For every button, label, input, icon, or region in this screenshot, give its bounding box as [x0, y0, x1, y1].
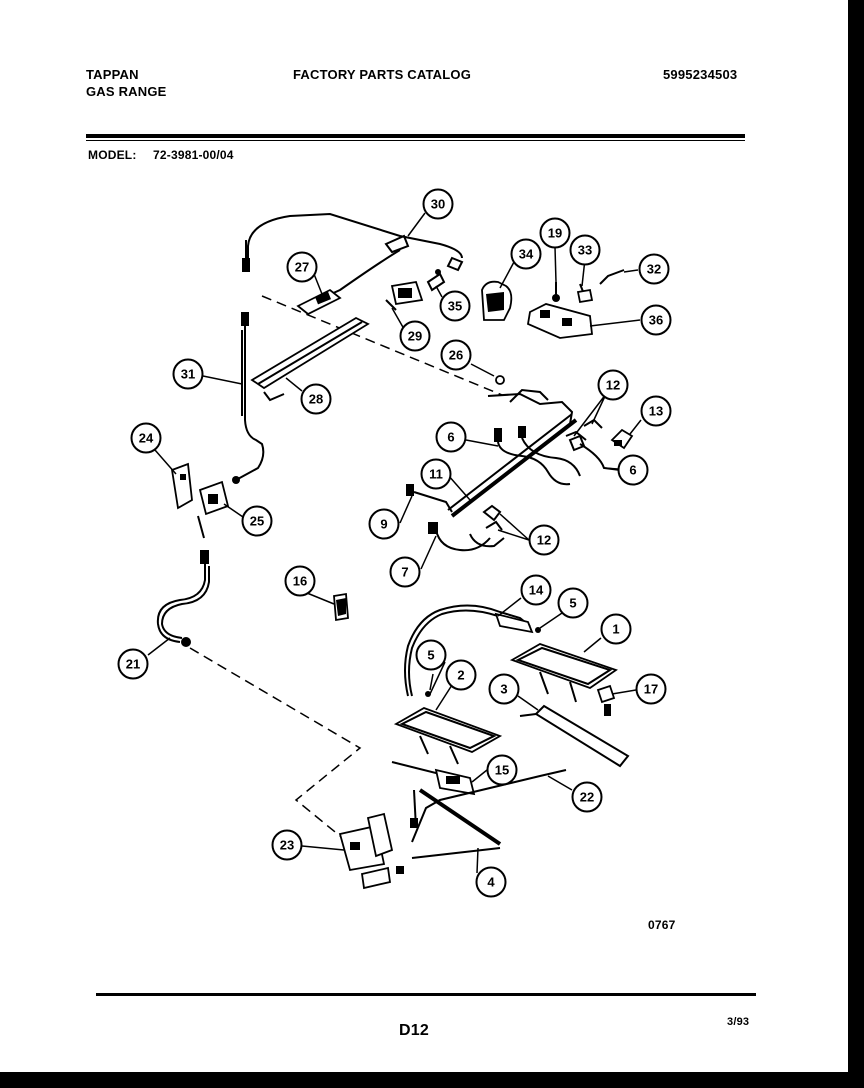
- callout-6-left: 6: [435, 421, 467, 453]
- callout-5-left: 5: [415, 639, 447, 671]
- svg-text:13: 13: [649, 404, 663, 419]
- svg-text:26: 26: [449, 348, 463, 363]
- svg-text:28: 28: [309, 392, 323, 407]
- callout-21: 21: [117, 648, 149, 680]
- figure-code: 0767: [648, 918, 676, 932]
- svg-text:12: 12: [606, 378, 620, 393]
- callout-30: 30: [422, 188, 454, 220]
- svg-text:23: 23: [280, 838, 294, 853]
- svg-text:34: 34: [519, 247, 534, 262]
- callout-19: 19: [539, 217, 571, 249]
- callout-34: 34: [510, 238, 542, 270]
- svg-text:6: 6: [447, 430, 454, 445]
- svg-text:25: 25: [250, 514, 264, 529]
- callout-13: 13: [640, 395, 672, 427]
- callout-24: 24: [130, 422, 162, 454]
- callout-36: 36: [640, 304, 672, 336]
- callout-35: 35: [439, 290, 471, 322]
- svg-text:4: 4: [487, 875, 495, 890]
- brand-name: TAPPAN: [86, 67, 139, 82]
- callout-12-lower: 12: [528, 524, 560, 556]
- exploded-parts-diagram: 30 27 35 29 28 31 24 25 21 16 34 19 33 3…: [117, 188, 672, 898]
- model-label: MODEL:: [88, 148, 137, 162]
- svg-text:36: 36: [649, 313, 663, 328]
- svg-text:7: 7: [401, 565, 408, 580]
- svg-text:11: 11: [429, 467, 443, 482]
- svg-text:9: 9: [380, 517, 387, 532]
- callout-15: 15: [486, 754, 518, 786]
- svg-text:14: 14: [529, 583, 544, 598]
- callout-17: 17: [635, 673, 667, 705]
- callout-25: 25: [241, 505, 273, 537]
- callout-32: 32: [638, 253, 670, 285]
- svg-text:27: 27: [295, 260, 309, 275]
- svg-text:30: 30: [431, 197, 445, 212]
- svg-text:17: 17: [644, 682, 658, 697]
- header-rule: [86, 134, 745, 138]
- svg-text:31: 31: [181, 367, 195, 382]
- svg-text:21: 21: [126, 657, 140, 672]
- callout-2: 2: [445, 659, 477, 691]
- callout-28: 28: [300, 383, 332, 415]
- svg-text:29: 29: [408, 329, 422, 344]
- footer-rule: [96, 993, 756, 996]
- svg-text:2: 2: [457, 668, 464, 683]
- svg-text:16: 16: [293, 574, 307, 589]
- svg-text:33: 33: [578, 243, 592, 258]
- header-rule-thin: [86, 140, 745, 141]
- callout-11: 11: [420, 458, 452, 490]
- callout-27: 27: [286, 251, 318, 283]
- callout-3: 3: [488, 673, 520, 705]
- svg-text:3: 3: [500, 682, 507, 697]
- catalog-page: TAPPAN GAS RANGE FACTORY PARTS CATALOG 5…: [0, 0, 848, 1072]
- revision-date: 3/93: [727, 1016, 750, 1028]
- callout-9: 9: [368, 508, 400, 540]
- callout-16: 16: [284, 565, 316, 597]
- svg-text:15: 15: [495, 763, 509, 778]
- svg-text:24: 24: [139, 431, 154, 446]
- product-type: GAS RANGE: [86, 84, 167, 99]
- svg-text:32: 32: [647, 262, 661, 277]
- callout-7: 7: [389, 556, 421, 588]
- svg-text:1: 1: [612, 622, 619, 637]
- catalog-title: FACTORY PARTS CATALOG: [293, 67, 472, 82]
- callout-26: 26: [440, 339, 472, 371]
- svg-text:5: 5: [427, 648, 434, 663]
- callout-6-right: 6: [617, 454, 649, 486]
- callout-1: 1: [600, 613, 632, 645]
- page-code: D12: [399, 1022, 429, 1039]
- callout-4: 4: [475, 866, 507, 898]
- callout-5-right: 5: [557, 587, 589, 619]
- callout-31: 31: [172, 358, 204, 390]
- svg-text:22: 22: [580, 790, 594, 805]
- svg-text:19: 19: [548, 226, 562, 241]
- callout-23: 23: [271, 829, 303, 861]
- callout-22: 22: [571, 781, 603, 813]
- svg-text:5: 5: [569, 596, 576, 611]
- callout-33: 33: [569, 234, 601, 266]
- svg-text:35: 35: [448, 299, 462, 314]
- callout-29: 29: [399, 320, 431, 352]
- catalog-number: 5995234503: [663, 67, 738, 82]
- callout-14: 14: [520, 574, 552, 606]
- svg-text:12: 12: [537, 533, 551, 548]
- callout-12-upper: 12: [597, 369, 629, 401]
- model-number: 72-3981-00/04: [153, 148, 234, 162]
- svg-text:6: 6: [629, 463, 636, 478]
